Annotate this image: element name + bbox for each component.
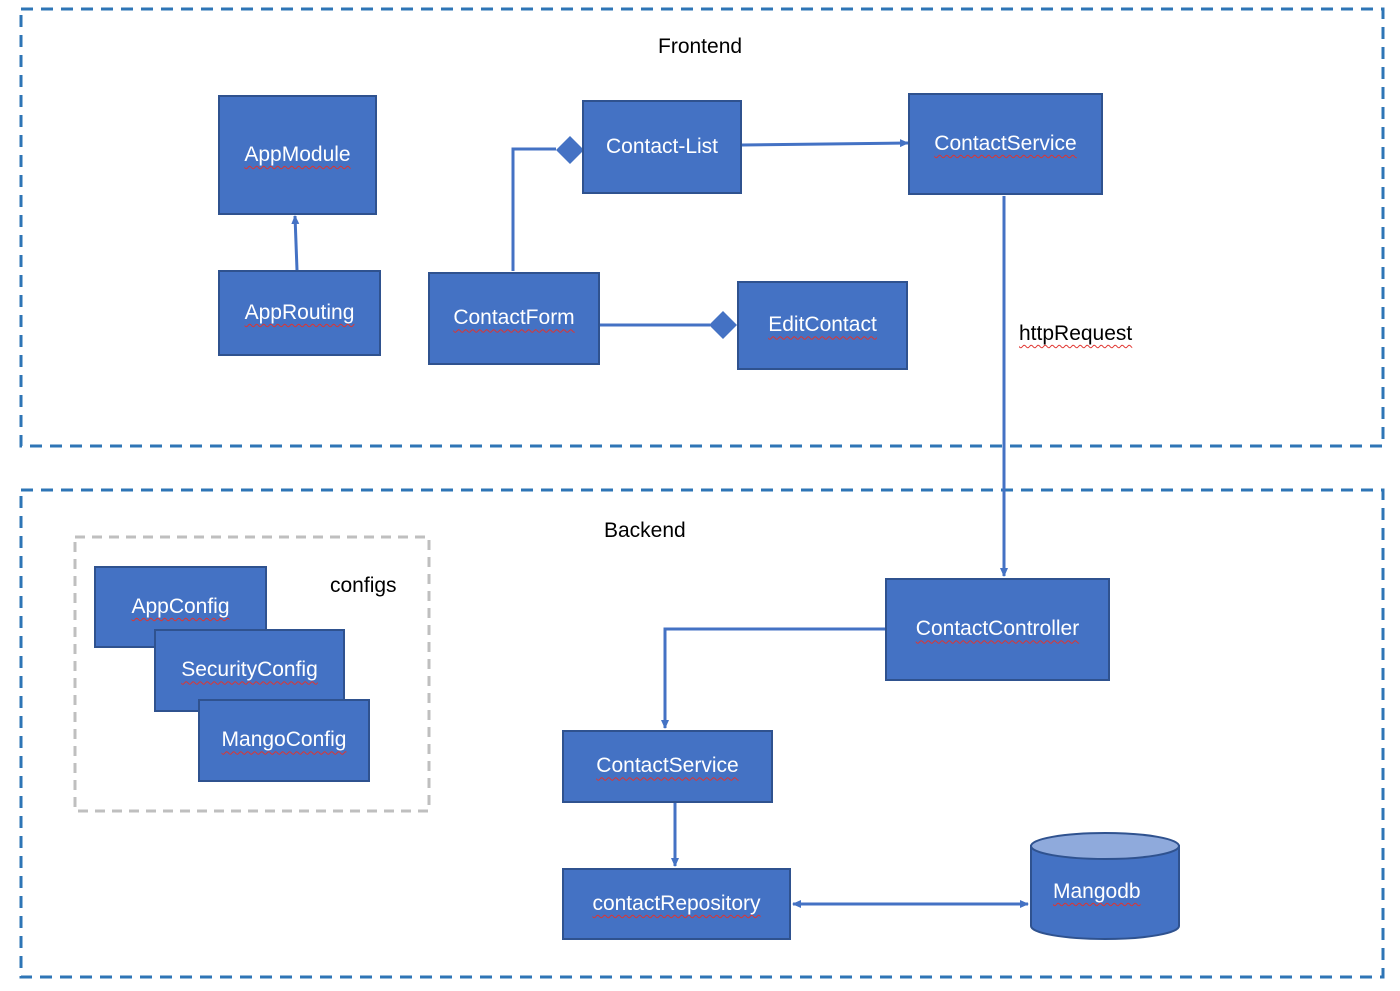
node-app-routing[interactable]: AppRouting bbox=[218, 270, 381, 356]
node-contact-repository-label: contactRepository bbox=[592, 891, 761, 915]
configs-title: configs bbox=[330, 574, 397, 597]
node-contact-repository[interactable]: contactRepository bbox=[562, 868, 791, 940]
frontend-region-outline bbox=[19, 7, 1385, 448]
backend-title: Backend bbox=[604, 519, 686, 542]
node-contact-form[interactable]: ContactForm bbox=[428, 272, 600, 365]
node-app-module-label: AppModule bbox=[244, 142, 351, 166]
connector-controller-service bbox=[661, 627, 885, 729]
node-contact-service-frontend-label: ContactService bbox=[934, 131, 1077, 155]
node-mango-config-label: MangoConfig bbox=[221, 728, 347, 752]
node-edit-contact-label: EditContact bbox=[768, 313, 877, 337]
node-contact-form-label: ContactForm bbox=[453, 306, 575, 330]
node-edit-contact[interactable]: EditContact bbox=[737, 281, 908, 370]
node-contact-controller[interactable]: ContactController bbox=[885, 578, 1110, 681]
node-mango-config[interactable]: MangoConfig bbox=[198, 699, 370, 782]
edge-label-http-request: httpRequest bbox=[1019, 322, 1133, 345]
node-app-config-label: AppConfig bbox=[131, 594, 230, 618]
node-contact-service-frontend[interactable]: ContactService bbox=[908, 93, 1103, 195]
node-security-config[interactable]: SecurityConfig bbox=[154, 629, 345, 712]
node-contact-service-backend[interactable]: ContactService bbox=[562, 730, 773, 803]
connector-contactform-contactlist bbox=[511, 147, 556, 271]
frontend-title: Frontend bbox=[658, 35, 743, 58]
node-database-label: Mangodb bbox=[1053, 880, 1141, 903]
node-contact-service-backend-label: ContactService bbox=[596, 754, 739, 778]
connector-contactlist-contactservice bbox=[741, 139, 909, 148]
aggregation-diamond-contactlist bbox=[556, 136, 584, 164]
node-contact-list[interactable]: Contact-List bbox=[582, 100, 742, 194]
node-security-config-label: SecurityConfig bbox=[181, 658, 318, 682]
node-contact-controller-label: ContactController bbox=[915, 617, 1080, 641]
node-contact-list-label: Contact-List bbox=[605, 134, 719, 158]
node-app-routing-label: AppRouting bbox=[244, 300, 355, 324]
node-app-module[interactable]: AppModule bbox=[218, 95, 377, 215]
connector-approuting-appmodule bbox=[291, 215, 300, 271]
aggregation-diamond-editcontact bbox=[709, 311, 737, 339]
